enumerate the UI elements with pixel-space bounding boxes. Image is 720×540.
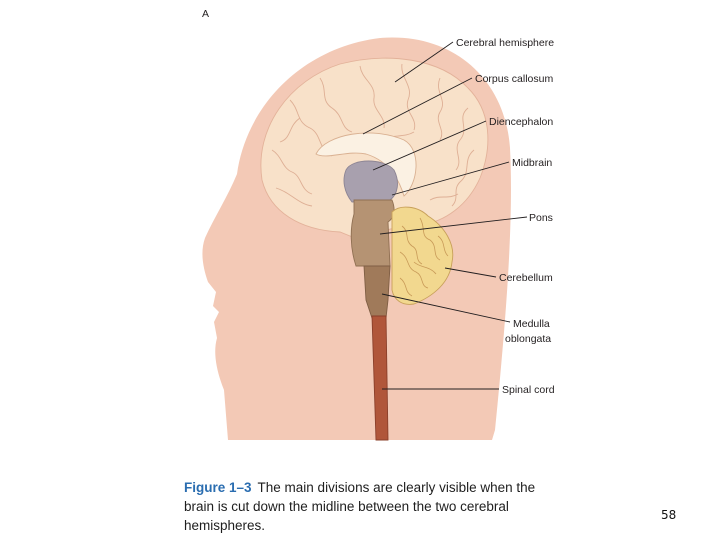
- spinal-cord: [371, 315, 389, 441]
- cerebellum-folia: [399, 217, 449, 297]
- label-corpus-callosum: Corpus callosum: [475, 73, 553, 85]
- caption-text: The main divisions are clearly visible w…: [184, 480, 536, 533]
- label-medulla-line2: oblongata: [505, 333, 551, 345]
- label-spinal-cord: Spinal cord: [502, 384, 555, 396]
- leader-diencephalon: [372, 120, 487, 171]
- corpus-callosum: [315, 132, 417, 197]
- label-cerebral-hemisphere: Cerebral hemisphere: [456, 37, 554, 49]
- midbrain: [343, 160, 398, 203]
- leader-pons: [379, 216, 528, 235]
- leader-midbrain: [391, 161, 510, 196]
- leader-medulla: [381, 293, 511, 323]
- leader-cerebellum: [444, 267, 497, 278]
- label-pons: Pons: [529, 212, 553, 224]
- panel-letter: A: [202, 8, 209, 20]
- label-diencephalon: Diencephalon: [489, 116, 553, 128]
- leader-cerebral-hemisphere: [394, 41, 454, 83]
- label-midbrain: Midbrain: [512, 157, 552, 169]
- figure-number: Figure 1–3: [184, 480, 252, 495]
- leader-corpus-callosum: [362, 77, 473, 135]
- cerebellum: [391, 206, 454, 305]
- label-cerebellum: Cerebellum: [499, 272, 553, 284]
- label-medulla-line1: Medulla: [513, 318, 550, 330]
- page-number: 58: [661, 508, 677, 522]
